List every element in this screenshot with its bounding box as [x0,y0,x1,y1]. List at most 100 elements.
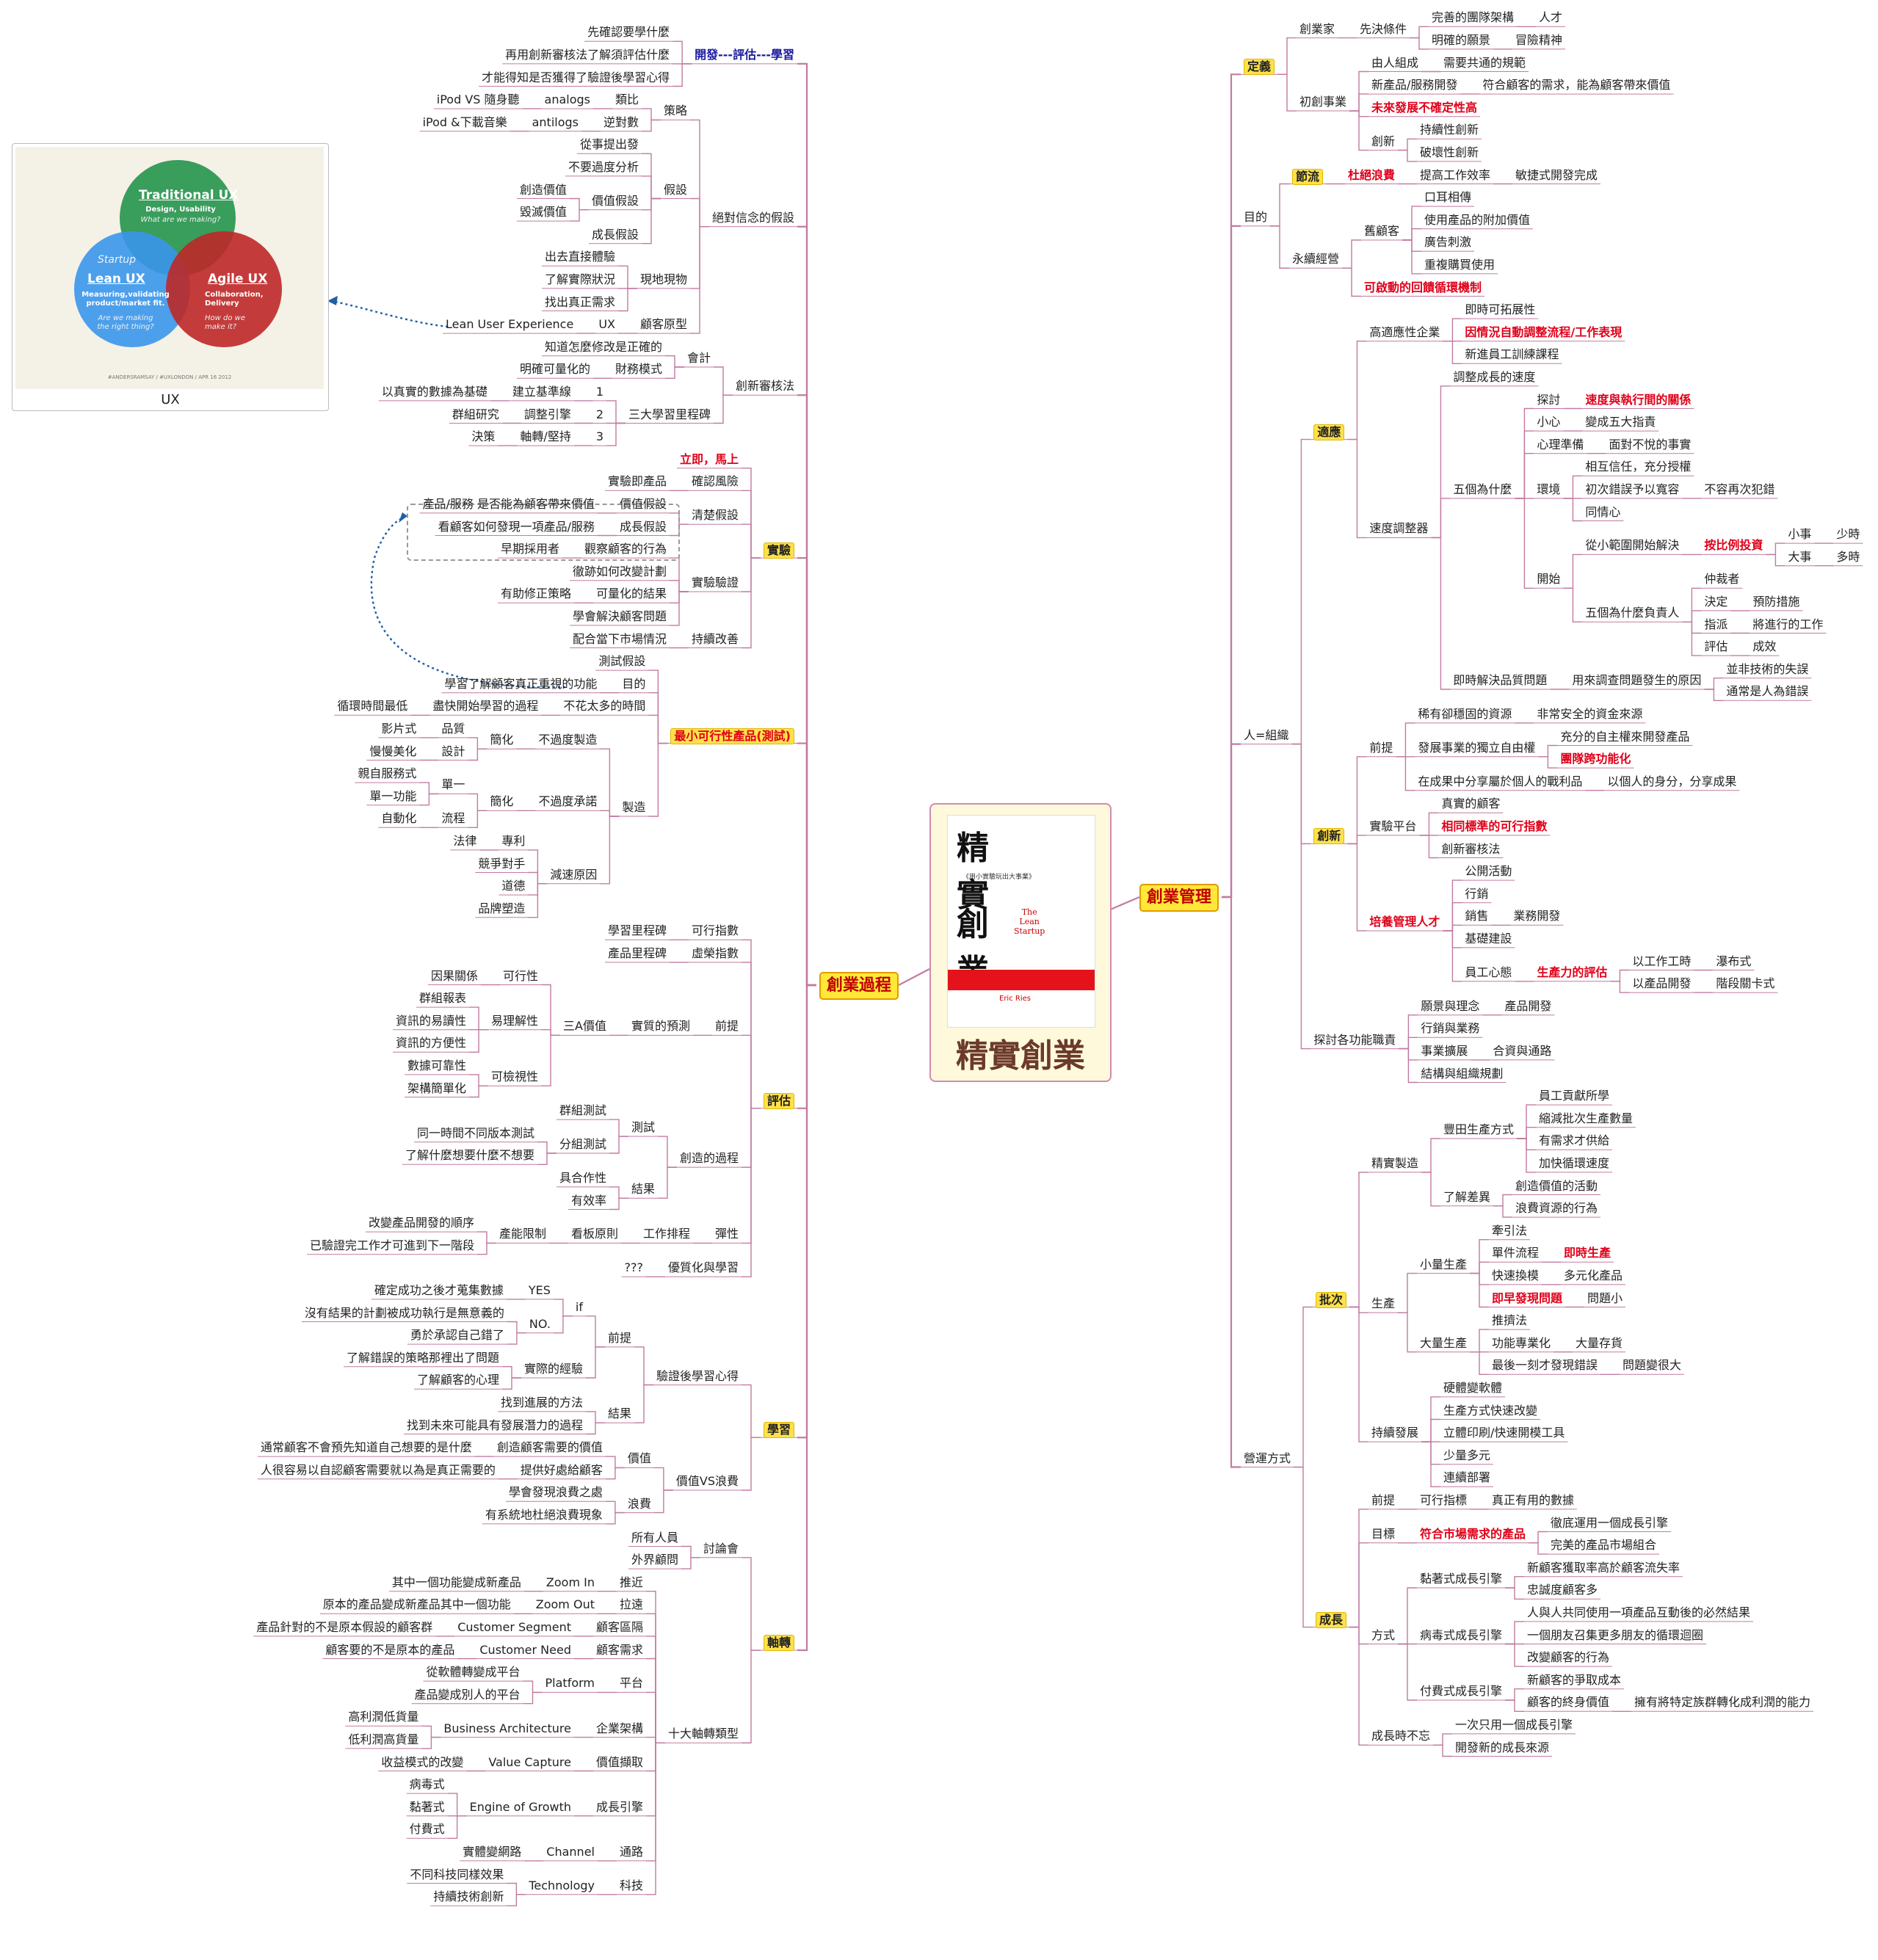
topic-1[interactable]: 1 [595,384,603,399]
topic-清楚假設[interactable]: 清楚假設 [691,508,739,523]
topic-專利[interactable]: 專利 [501,833,526,848]
topic-立即-馬上[interactable]: 立即，馬上 [679,451,739,466]
topic-看板原則[interactable]: 看板原則 [570,1227,618,1241]
topic-開發-評估-學習[interactable]: 開發---評估---學習 [695,47,794,62]
topic-環境[interactable]: 環境 [1537,482,1561,496]
topic-評估[interactable]: 評估 [1704,639,1728,654]
topic-實體變網路[interactable]: 實體變網路 [463,1844,522,1859]
topic-連續部署[interactable]: 連續部署 [1443,1470,1491,1485]
topic-徹跡如何改變計劃[interactable]: 徹跡如何改變計劃 [572,564,667,578]
topic-學習了解顧客真正重視的功能[interactable]: 學習了解顧客真正重視的功能 [444,676,598,691]
topic-大事[interactable]: 大事 [1788,549,1812,564]
topic-員工心態[interactable]: 員工心態 [1465,965,1512,979]
topic-小心[interactable]: 小心 [1537,415,1561,429]
topic-功能專業化[interactable]: 功能專業化 [1492,1335,1551,1350]
topic-會計[interactable]: 會計 [686,351,711,365]
topic-慢慢美化[interactable]: 慢慢美化 [369,744,417,758]
topic-前提[interactable]: 前提 [714,1019,739,1034]
topic-持續技術創新[interactable]: 持續技術創新 [433,1890,504,1904]
topic-從小範圍開始解決[interactable]: 從小範圍開始解決 [1585,538,1680,553]
topic-學會解決顧客問題[interactable]: 學會解決顧客問題 [572,609,667,623]
topic-前提[interactable]: 前提 [1371,1492,1396,1507]
topic-工作排程[interactable]: 工作排程 [642,1227,690,1241]
topic-生產力的評估[interactable]: 生產力的評估 [1537,965,1608,979]
topic-並非技術的失誤[interactable]: 並非技術的失誤 [1726,661,1809,676]
topic-單一[interactable]: 單一 [441,777,465,792]
topic-人與人共同使用一項產品互動後的必然結果[interactable]: 人與人共同使用一項產品互動後的必然結果 [1527,1605,1751,1619]
topic-軸轉-堅持[interactable]: 軸轉/堅持 [520,429,571,444]
topic-通常是人為錯誤[interactable]: 通常是人為錯誤 [1726,684,1809,699]
topic-分組測試[interactable]: 分組測試 [559,1137,606,1151]
topic-方式[interactable]: 方式 [1371,1627,1396,1642]
topic-多時[interactable]: 多時 [1836,549,1860,564]
topic-品質[interactable]: 品質 [441,721,465,736]
topic-即早發現問題[interactable]: 即早發現問題 [1492,1291,1563,1305]
topic-實驗[interactable]: 實驗 [763,542,794,559]
topic-即時可拓展性[interactable]: 即時可拓展性 [1465,302,1536,317]
topic-調整引擎[interactable]: 調整引擎 [523,407,571,421]
topic-一個朋友召集更多朋友的循環迴圈[interactable]: 一個朋友召集更多朋友的循環迴圈 [1527,1627,1704,1642]
topic-可行指標[interactable]: 可行指標 [1420,1492,1468,1507]
topic-以個人的身分-分享成果[interactable]: 以個人的身分，分享成果 [1607,774,1737,788]
topic-科技[interactable]: 科技 [619,1878,643,1892]
topic-業務開發[interactable]: 業務開發 [1513,909,1561,923]
topic-仲裁者[interactable]: 仲裁者 [1704,572,1740,587]
topic-未來發展不確定性高[interactable]: 未來發展不確定性高 [1371,100,1478,115]
topic-團隊跨功能化[interactable]: 團隊跨功能化 [1560,752,1631,766]
topic-產品開發[interactable]: 產品開發 [1504,998,1552,1013]
topic-yes[interactable]: YES [528,1282,551,1297]
topic-價值vs浪費[interactable]: 價值VS浪費 [675,1474,739,1488]
topic-同情心[interactable]: 同情心 [1585,504,1621,519]
topic-實質的預測[interactable]: 實質的預測 [631,1019,690,1034]
topic-顧客原型[interactable]: 顧客原型 [639,317,687,332]
topic-因情況自動調整流程-工作表現[interactable]: 因情況自動調整流程/工作表現 [1465,324,1623,339]
topic-使用產品的附加價值[interactable]: 使用產品的附加價值 [1424,212,1531,227]
topic-即時生產[interactable]: 即時生產 [1564,1246,1611,1260]
topic-單件流程[interactable]: 單件流程 [1492,1246,1540,1260]
topic-產品里程碑[interactable]: 產品里程碑 [607,945,667,960]
topic-創業家[interactable]: 創業家 [1299,21,1335,36]
topic-不要過度分析[interactable]: 不要過度分析 [568,159,639,174]
topic-改變顧客的行為[interactable]: 改變顧客的行為 [1527,1650,1610,1665]
topic-已驗證完工作才可進到下一階段[interactable]: 已驗證完工作才可進到下一階段 [309,1238,474,1252]
topic-不過度承諾[interactable]: 不過度承諾 [538,794,598,809]
topic-實驗即產品[interactable]: 實驗即產品 [607,474,667,489]
topic-成長引擎[interactable]: 成長引擎 [595,1799,643,1814]
topic-持續改善[interactable]: 持續改善 [691,631,739,646]
topic-將進行的工作[interactable]: 將進行的工作 [1752,617,1824,631]
topic-初創事業[interactable]: 初創事業 [1299,95,1347,109]
topic-變成五大指責[interactable]: 變成五大指責 [1585,415,1656,429]
topic-產品-服務-是否能為顧客帶來價值[interactable]: 產品/服務 是否能為顧客帶來價值 [422,496,595,511]
topic-了解錯誤的策略那裡出了問題[interactable]: 了解錯誤的策略那裡出了問題 [346,1350,499,1365]
topic-開始[interactable]: 開始 [1537,572,1561,587]
topic-道德[interactable]: 道德 [501,879,526,893]
topic-架構簡單化[interactable]: 架構簡單化 [407,1081,467,1095]
topic-口耳相傳[interactable]: 口耳相傳 [1424,190,1472,205]
topic-提高工作效率[interactable]: 提高工作效率 [1420,167,1491,182]
topic-通路[interactable]: 通路 [619,1844,643,1859]
topic-看顧客如何發現一項產品-服務[interactable]: 看顧客如何發現一項產品/服務 [438,519,595,534]
topic-探討各功能職責[interactable]: 探討各功能職責 [1313,1032,1396,1047]
topic-平台[interactable]: 平台 [619,1676,643,1691]
topic-明確的願景[interactable]: 明確的願景 [1432,32,1491,47]
topic-新顧客的爭取成本[interactable]: 新顧客的爭取成本 [1527,1672,1622,1687]
topic-測試[interactable]: 測試 [631,1120,655,1135]
topic-實驗驗證[interactable]: 實驗驗證 [691,576,739,589]
topic-開發新的成長來源[interactable]: 開發新的成長來源 [1455,1740,1550,1754]
topic-現地現物[interactable]: 現地現物 [639,272,687,286]
topic-符合顧客的需求-能為顧客帶來價值[interactable]: 符合顧客的需求，能為顧客帶來價值 [1482,78,1671,92]
topic-zoom-in[interactable]: Zoom In [545,1575,595,1589]
topic-群組研究[interactable]: 群組研究 [452,407,499,421]
topic-稀有卻穩固的資源[interactable]: 稀有卻穩固的資源 [1418,706,1512,721]
topic-廣告刺激[interactable]: 廣告刺激 [1424,235,1472,250]
topic-基礎建設[interactable]: 基礎建設 [1465,931,1512,945]
topic-創新審核法[interactable]: 創新審核法 [735,379,794,393]
topic-拉遠[interactable]: 拉遠 [619,1597,643,1612]
topic-目標[interactable]: 目標 [1371,1526,1396,1541]
topic-成長假設[interactable]: 成長假設 [619,519,667,534]
topic-創新審核法[interactable]: 創新審核法 [1441,841,1501,856]
topic-有效率[interactable]: 有效率 [570,1193,606,1208]
topic-一次只用一個成長引擎[interactable]: 一次只用一個成長引擎 [1455,1717,1573,1732]
topic-實驗平台[interactable]: 實驗平台 [1369,819,1417,833]
topic-確認風險[interactable]: 確認風險 [691,474,739,489]
